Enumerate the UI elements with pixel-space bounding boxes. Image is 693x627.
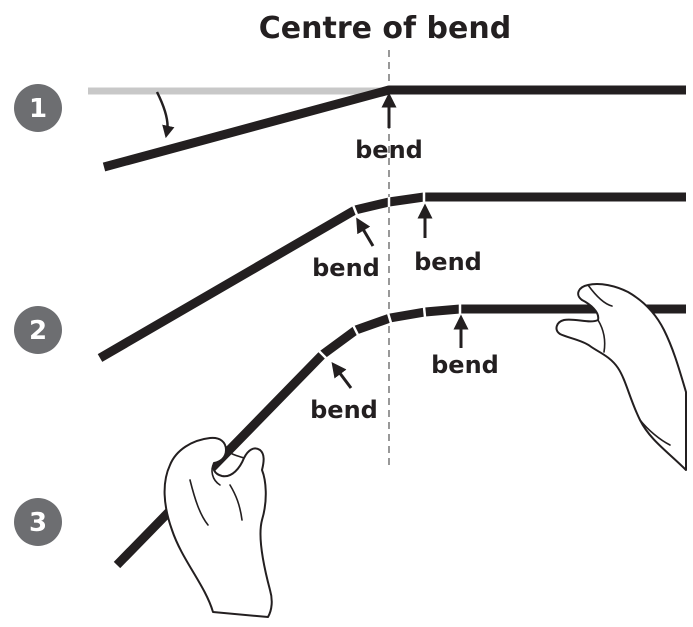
step-3-bend-label-right: bend: [431, 351, 499, 379]
step-1-number: 1: [29, 94, 47, 124]
step-3-bend-arrow-icon: [331, 362, 353, 389]
step-3-bend-mark: [422, 306, 427, 318]
step-1-bend-label: bend: [355, 136, 423, 164]
step-1-rod: [102, 85, 686, 172]
step-2-badge: [14, 306, 62, 354]
step-2-bend-label-left: bend: [312, 254, 380, 282]
right-hand-icon: [555, 282, 687, 471]
step-3: 3 bend bend: [14, 304, 686, 569]
step-3-bend-mark: [386, 312, 393, 324]
left-hand-icon: [163, 436, 273, 618]
step-2-bend-arrow-icon: [356, 217, 375, 247]
diagram-title: Centre of bend: [259, 11, 511, 46]
step-3-badge: [14, 498, 62, 546]
step-3-number: 3: [29, 508, 47, 538]
rotation-arrow-icon: [155, 91, 175, 139]
step-3-bend-mark: [317, 349, 327, 359]
step-1-badge: [14, 84, 62, 132]
step-1: 1 bend: [14, 84, 686, 172]
step-3-bend-mark: [351, 324, 360, 336]
step-2: 2 bend bend: [14, 192, 686, 362]
step-2-bend-mark: [351, 204, 359, 216]
step-2-bend-label-right: bend: [414, 248, 482, 276]
step-2-number: 2: [29, 316, 47, 346]
step-3-bend-label-left: bend: [310, 396, 378, 424]
